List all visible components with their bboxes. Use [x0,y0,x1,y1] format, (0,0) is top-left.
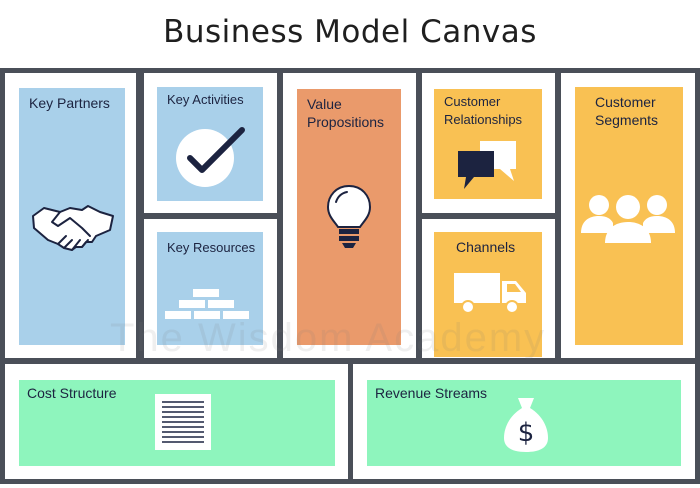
cell-value-propositions: Value Propositions [283,73,416,358]
cost-structure-label: Cost Structure [27,385,117,401]
cell-customer-relationships: Customer Relationships [422,73,555,213]
handshake-icon [32,205,114,251]
block-customer-segments[interactable]: Customer Segments [575,87,683,345]
money-bag-icon: $ [501,394,551,454]
cell-channels: Channels [422,219,555,358]
customer-relationships-label: Customer Relationships [444,94,523,127]
block-cost-structure[interactable]: Cost Structure [19,380,335,466]
bricks-icon [165,289,249,319]
customer-segments-label: Customer Segments [595,94,659,128]
cell-revenue-streams: Revenue Streams $ [353,364,695,479]
block-key-resources[interactable]: Key Resources [157,232,263,345]
block-value-propositions[interactable]: Value Propositions [297,89,401,345]
checkmark-icon [176,127,245,187]
cell-customer-segments: Customer Segments [561,73,695,358]
cell-key-resources: Key Resources [144,219,277,358]
value-propositions-label: Value Propositions [307,96,385,130]
key-resources-label: Key Resources [167,240,256,255]
block-key-partners[interactable]: Key Partners [19,88,125,345]
truck-icon [454,273,526,314]
lightbulb-icon [326,184,372,248]
block-channels[interactable]: Channels [434,232,542,357]
block-customer-relationships[interactable]: Customer Relationships [434,89,542,199]
block-key-activities[interactable]: Key Activities [157,87,263,201]
cell-key-partners: Key Partners [5,73,136,358]
cell-cost-structure: Cost Structure [5,364,348,479]
cell-key-activities: Key Activities [144,73,277,213]
key-activities-label: Key Activities [167,92,244,107]
block-revenue-streams[interactable]: Revenue Streams $ [367,380,681,466]
key-partners-label: Key Partners [29,95,110,111]
chat-bubbles-icon [458,141,516,189]
document-icon [155,394,211,450]
canvas-title: Business Model Canvas [163,14,537,50]
channels-label: Channels [456,239,516,255]
business-model-canvas: Key Partners Key Activities Key Resource… [0,68,700,484]
dollar-sign: $ [517,418,535,448]
people-icon [581,195,675,243]
revenue-streams-label: Revenue Streams [375,385,488,401]
